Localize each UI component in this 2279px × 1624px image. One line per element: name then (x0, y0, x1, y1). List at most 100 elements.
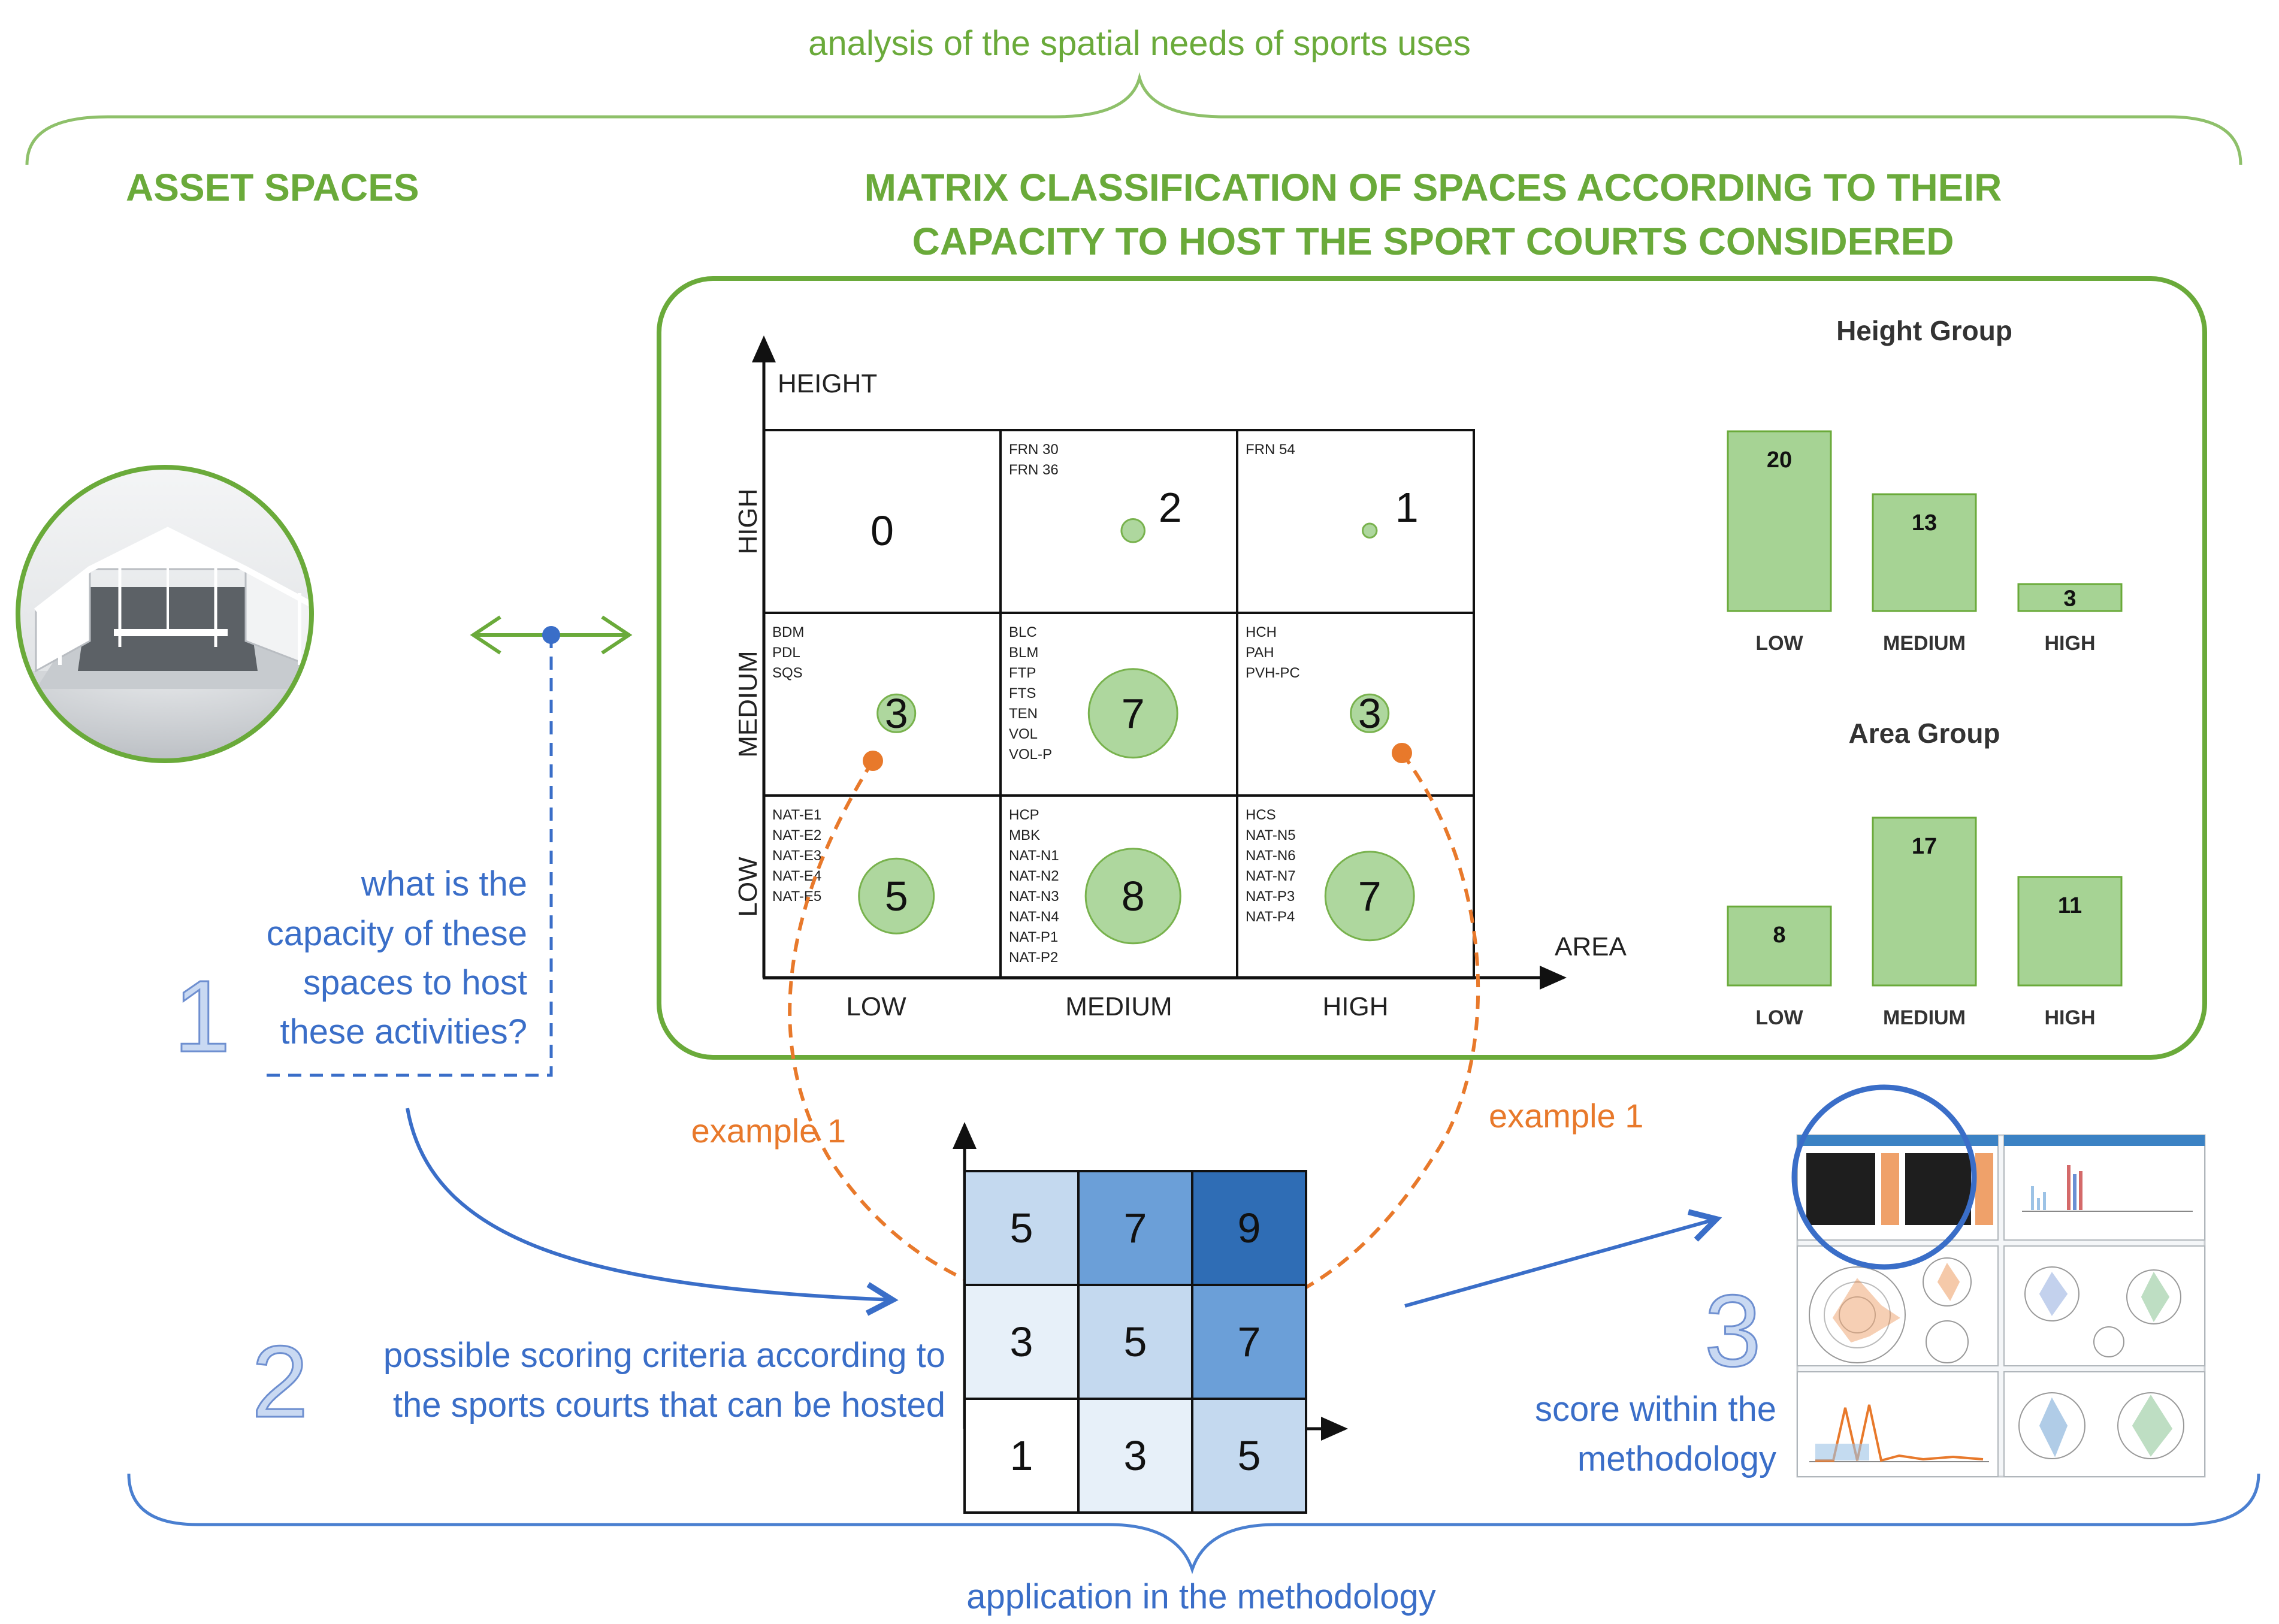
bar-chart-category: MEDIUM (1883, 1006, 1966, 1029)
scoring-cell-value: 7 (1238, 1318, 1261, 1365)
matrix-panel (657, 276, 2207, 1060)
matrix-cell-code: HCH (1246, 624, 1277, 640)
bar-chart-value: 13 (1912, 510, 1937, 536)
matrix-cell-code: VOL (1009, 726, 1038, 742)
asset-building-image (16, 465, 314, 763)
link-arrow-left-head (470, 615, 501, 655)
scoring-cell (1191, 1398, 1307, 1514)
matrix-bubble (1120, 518, 1146, 543)
question-line-3: spaces to host (303, 963, 527, 1002)
scoring-cell-value: 5 (1010, 1205, 1033, 1251)
matrix-cell-count: 1 (1395, 484, 1419, 531)
matrix-cell-code: FRN 30 (1009, 441, 1059, 458)
matrix-cell-code: PVH-PC (1246, 665, 1300, 681)
matrix-y-axis-label: HEIGHT (778, 369, 877, 398)
bar-chart-bar (1872, 816, 1977, 987)
matrix-row-label: MEDIUM (733, 651, 763, 757)
matrix-cell-code: NAT-N6 (1246, 848, 1296, 864)
example-arrow-right (1261, 752, 1480, 1314)
matrix-cell-code: NAT-N7 (1246, 868, 1296, 884)
bar-chart-category: MEDIUM (1883, 632, 1966, 655)
bar-chart-title: Area Group (1848, 718, 2000, 749)
matrix-cell-count: 3 (1358, 690, 1382, 737)
bar-chart-value: 20 (1767, 447, 1792, 473)
matrix-cell-code: NAT-N3 (1009, 888, 1059, 905)
scoring-cell-value: 3 (1124, 1432, 1147, 1479)
matrix-cell-code: FTS (1009, 685, 1036, 701)
matrix-cell-code: NAT-P4 (1246, 909, 1295, 925)
matrix-cell-code: NAT-E2 (772, 827, 821, 843)
matrix-cell-code: NAT-P3 (1246, 888, 1295, 905)
bar-chart-title: Height Group (1836, 315, 2012, 346)
methodology-thumbnail (1796, 1134, 2206, 1478)
matrix-cell-code: SQS (772, 665, 803, 681)
scoring-cell-value: 1 (1010, 1432, 1033, 1479)
methodology-line-1: score within the (1535, 1390, 1776, 1429)
methodology-highlight-ring (1791, 1084, 1977, 1270)
matrix-bubble (1084, 848, 1181, 945)
matrix-cell-code: NAT-E5 (772, 888, 821, 905)
matrix-cell-code: MBK (1009, 827, 1040, 843)
bar-chart-value: 11 (2058, 893, 2082, 918)
scoring-cell-value: 5 (1124, 1318, 1147, 1365)
matrix-bubble (1350, 693, 1390, 733)
matrix-row-label: LOW (733, 857, 763, 917)
matrix-bubble (1324, 851, 1415, 942)
question-line-4: these activities? (280, 1012, 527, 1051)
matrix-title-line1: MATRIX CLASSIFICATION OF SPACES ACCORDIN… (865, 166, 2002, 209)
arrow-to-methodology (1404, 1209, 1722, 1308)
matrix-cell-code: NAT-N5 (1246, 827, 1296, 843)
matrix-cell-count: 7 (1358, 873, 1382, 920)
matrix-cell-code: TEN (1009, 706, 1038, 722)
matrix-cell-code: BLC (1009, 624, 1037, 640)
scoring-cell (963, 1398, 1080, 1514)
bar-chart-category: HIGH (2045, 632, 2096, 655)
matrix-col-label: MEDIUM (1065, 992, 1172, 1021)
bottom-brace (127, 1473, 2260, 1574)
bar-chart-bar (2017, 876, 2123, 987)
bar-chart-bar (1727, 905, 1832, 987)
step-1-number: 1 (174, 960, 231, 1073)
matrix-bubble (876, 693, 917, 733)
bar-chart-category: HIGH (2045, 1006, 2096, 1029)
matrix-x-axis-label: AREA (1555, 932, 1627, 961)
bar-chart-value: 8 (1773, 923, 1785, 948)
asset-title: ASSET SPACES (126, 166, 419, 209)
matrix-bubble (858, 857, 935, 935)
matrix-row-label: HIGH (733, 489, 763, 555)
matrix-cell-code: FTP (1009, 665, 1036, 681)
bar-chart-bar (2017, 583, 2123, 612)
matrix-col-label: LOW (846, 992, 906, 1021)
link-arrow-right-head (601, 615, 633, 655)
matrix-cell-count: 2 (1159, 484, 1182, 531)
matrix-bubble (1362, 522, 1378, 539)
bottom-label: application in the methodology (966, 1577, 1436, 1616)
matrix-cell-code: PAH (1246, 645, 1274, 661)
scoring-cell-value: 3 (1010, 1318, 1033, 1365)
top-label: analysis of the spatial needs of sports … (808, 24, 1471, 63)
matrix-cell-code: BLM (1009, 645, 1038, 661)
matrix-cell-code: NAT-N2 (1009, 868, 1059, 884)
scoring-cell (1191, 1284, 1307, 1400)
scoring-cell (963, 1170, 1080, 1286)
scoring-cell (1077, 1284, 1193, 1400)
step-2-number: 2 (252, 1325, 309, 1439)
example-label-right: example 1 (1489, 1097, 1643, 1135)
matrix-cell (1236, 794, 1475, 979)
matrix-cell-code: NAT-P2 (1009, 949, 1058, 966)
matrix-cell-count: 3 (885, 690, 908, 737)
top-brace (25, 72, 2242, 165)
matrix-cell-code: BDM (772, 624, 804, 640)
scoring-cell-value: 7 (1124, 1205, 1147, 1251)
matrix-cell-code: NAT-N4 (1009, 909, 1059, 925)
matrix-cell-count: 0 (871, 507, 894, 554)
arrow-to-scoring (406, 1108, 899, 1316)
matrix-bubble (1087, 668, 1178, 759)
matrix-title-line2: CAPACITY TO HOST THE SPORT COURTS CONSID… (912, 220, 1954, 263)
matrix-cell-code: VOL-P (1009, 746, 1052, 763)
matrix-cell-code: NAT-P1 (1009, 929, 1058, 945)
